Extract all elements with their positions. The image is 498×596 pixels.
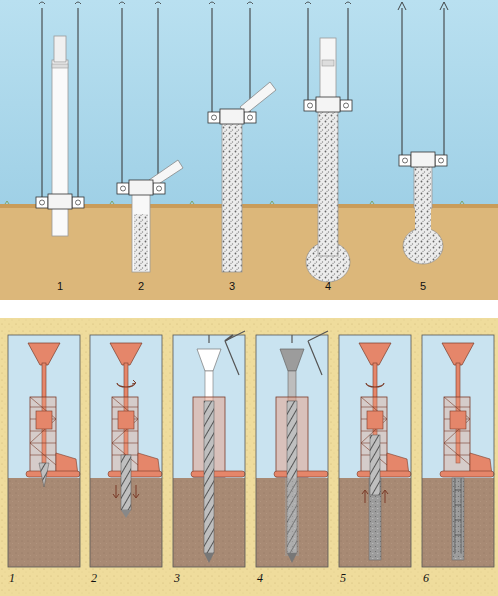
callout-number: 2 xyxy=(91,572,97,584)
pile-stage xyxy=(398,2,448,264)
cfa-step xyxy=(339,335,411,567)
pile-stage xyxy=(36,2,84,236)
top-panel xyxy=(0,0,498,300)
callout-number: 3 xyxy=(229,280,235,292)
pile-stage xyxy=(304,2,352,282)
pile-stage xyxy=(117,2,183,272)
cfa-step xyxy=(256,331,328,567)
callout-number: 3 xyxy=(174,572,180,584)
callout-number: 1 xyxy=(9,572,15,584)
callout-number: 6 xyxy=(423,572,429,584)
cfa-step xyxy=(422,335,494,567)
cfa-step xyxy=(90,335,162,567)
cfa-step xyxy=(173,331,245,567)
callout-number: 5 xyxy=(340,572,346,584)
bottom-panel xyxy=(0,318,498,596)
callout-number: 1 xyxy=(57,280,63,292)
callout-number: 4 xyxy=(325,280,331,292)
callout-number: 4 xyxy=(257,572,263,584)
callout-number: 2 xyxy=(138,280,144,292)
pile-stage xyxy=(208,2,276,272)
cfa-step xyxy=(8,335,80,567)
callout-number: 5 xyxy=(420,280,426,292)
